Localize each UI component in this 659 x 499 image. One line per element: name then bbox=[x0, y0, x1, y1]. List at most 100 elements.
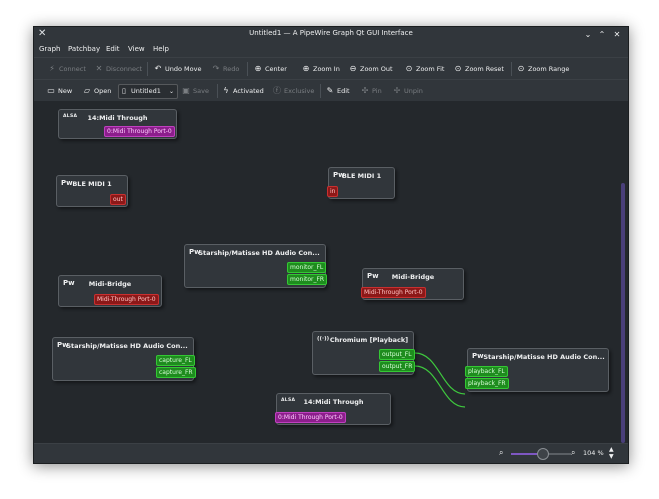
port-playback-fr[interactable]: playback_FR bbox=[465, 378, 509, 389]
connection-output-fr-playback-fr[interactable] bbox=[414, 365, 466, 408]
new-file-icon: ▭ bbox=[47, 86, 55, 95]
port-output-fl[interactable]: output_FL bbox=[379, 349, 415, 360]
zoom-in-icon: ⊕ bbox=[302, 64, 310, 73]
node-midi-through-bottom[interactable]: ALSA 14:Midi Through 0:Midi Through Port… bbox=[275, 393, 391, 425]
open-button[interactable]: ▱Open bbox=[83, 86, 112, 95]
pipewire-icon: Pw bbox=[367, 272, 379, 280]
zoom-value: 104 % bbox=[583, 449, 604, 457]
node-midi-through-top[interactable]: ALSA 14:Midi Through 0:Midi Through Port… bbox=[58, 109, 177, 139]
menu-graph[interactable]: Graph bbox=[39, 45, 61, 53]
main-window: ✕ Untitled1 — A PipeWire Graph Qt GUI In… bbox=[33, 26, 629, 464]
node-title: Starship/Matisse HD Audio Con... bbox=[483, 353, 605, 361]
alsa-icon: ALSA bbox=[63, 114, 78, 119]
exclusive-icon: ⓕ bbox=[273, 86, 281, 95]
vertical-scrollbar[interactable] bbox=[620, 101, 626, 443]
redo-icon: ↷ bbox=[212, 64, 220, 73]
node-starship-monitor[interactable]: Pw Starship/Matisse HD Audio Con... moni… bbox=[184, 244, 328, 288]
undo-move-button[interactable]: ↶Undo Move bbox=[154, 64, 202, 73]
disconnect-button[interactable]: ✕Disconnect bbox=[95, 64, 143, 73]
app-icon: ✕ bbox=[38, 28, 47, 39]
maximize-button[interactable]: ⌃ bbox=[598, 30, 606, 39]
node-title: Starship/Matisse HD Audio Con... bbox=[198, 249, 320, 257]
node-title: BLE MIDI 1 bbox=[341, 172, 382, 180]
node-title: Starship/Matisse HD Audio Con... bbox=[66, 342, 188, 350]
scrollbar-thumb[interactable] bbox=[621, 183, 625, 443]
node-title: BLE MIDI 1 bbox=[72, 180, 112, 188]
node-starship-playback[interactable]: Pw Starship/Matisse HD Audio Con... play… bbox=[465, 348, 609, 392]
port-capture-fr[interactable]: capture_FR bbox=[156, 367, 196, 378]
zoom-out-icon: ⊖ bbox=[349, 64, 357, 73]
pipewire-icon: Pw bbox=[57, 341, 69, 349]
port-monitor-fl[interactable]: monitor_FL bbox=[287, 262, 327, 273]
node-ble-midi-in[interactable]: Pw BLE MIDI 1 in bbox=[327, 167, 395, 199]
lightning-icon: ϟ bbox=[223, 86, 229, 95]
node-starship-capture[interactable]: Pw Starship/Matisse HD Audio Con... capt… bbox=[52, 337, 196, 381]
toolbar-separator bbox=[320, 84, 321, 98]
port-midi-through-port-0[interactable]: Midi-Through Port-0 bbox=[361, 287, 426, 298]
zoom-spinner[interactable]: ▲▼ bbox=[609, 446, 614, 460]
port-monitor-fr[interactable]: monitor_FR bbox=[287, 274, 328, 285]
minimize-button[interactable]: ⌄ bbox=[584, 30, 592, 39]
port-in[interactable]: in bbox=[327, 186, 339, 197]
zoom-reset-button[interactable]: ⊙Zoom Reset bbox=[454, 64, 504, 73]
pin-icon: ✣ bbox=[361, 86, 369, 95]
node-midi-bridge-right[interactable]: Pw Midi-Bridge Midi-Through Port-0 bbox=[361, 268, 464, 300]
zoom-slider-fill bbox=[511, 453, 543, 455]
zoom-in-icon[interactable]: ⌕ bbox=[571, 448, 576, 457]
center-icon: ⊕ bbox=[254, 64, 262, 73]
pipewire-icon: Pw bbox=[61, 179, 73, 187]
node-chromium-playback[interactable]: ((·)) Chromium [Playback] output_FL outp… bbox=[312, 331, 416, 375]
toolbar-separator bbox=[217, 84, 218, 98]
zoom-fit-button[interactable]: ⊙Zoom Fit bbox=[405, 64, 445, 73]
redo-button[interactable]: ↷Redo bbox=[212, 64, 240, 73]
port-midi-through-port-0[interactable]: 0:Midi Through Port-0 bbox=[275, 412, 346, 423]
unpin-icon: ✢ bbox=[393, 86, 401, 95]
title-bar[interactable]: ✕ Untitled1 — A PipeWire Graph Qt GUI In… bbox=[34, 27, 628, 43]
center-button[interactable]: ⊕Center bbox=[254, 64, 287, 73]
menu-view[interactable]: View bbox=[128, 45, 145, 53]
node-title: Midi-Bridge bbox=[391, 273, 435, 281]
undo-icon: ↶ bbox=[154, 64, 162, 73]
zoom-out-icon[interactable]: ⌕ bbox=[499, 448, 504, 457]
pipewire-icon: Pw bbox=[63, 279, 75, 287]
patchbay-select-value: Untitled1 bbox=[131, 87, 161, 95]
port-output-fr[interactable]: output_FR bbox=[379, 361, 416, 372]
port-midi-through-port-0[interactable]: 0:Midi Through Port-0 bbox=[104, 126, 175, 137]
port-capture-fl[interactable]: capture_FL bbox=[156, 355, 195, 366]
zoom-in-button[interactable]: ⊕Zoom In bbox=[302, 64, 340, 73]
edit-button[interactable]: ✎Edit bbox=[326, 86, 350, 95]
port-playback-fl[interactable]: playback_FL bbox=[465, 366, 508, 377]
node-title: 14:Midi Through bbox=[303, 398, 364, 406]
port-midi-through-port-0[interactable]: Midi-Through Port-0 bbox=[94, 294, 159, 305]
main-toolbar: ⚡Connect ✕Disconnect ↶Undo Move ↷Redo ⊕C… bbox=[34, 57, 628, 80]
graph-canvas[interactable]: ALSA 14:Midi Through 0:Midi Through Port… bbox=[34, 101, 628, 443]
new-button[interactable]: ▭New bbox=[47, 86, 73, 95]
zoom-slider-handle[interactable] bbox=[537, 448, 550, 460]
toolbar-separator bbox=[511, 62, 512, 76]
close-button[interactable]: ✕ bbox=[613, 30, 621, 39]
document-icon: ▯ bbox=[122, 87, 126, 95]
node-midi-bridge-left[interactable]: Pw Midi-Bridge Midi-Through Port-0 bbox=[58, 275, 162, 307]
zoom-out-button[interactable]: ⊖Zoom Out bbox=[349, 64, 393, 73]
patchbay-select[interactable]: ▯ Untitled1 ⌄ bbox=[118, 84, 178, 99]
node-ble-midi-out[interactable]: Pw BLE MIDI 1 out bbox=[56, 175, 128, 207]
menu-help[interactable]: Help bbox=[153, 45, 169, 53]
zoom-fit-icon: ⊙ bbox=[405, 64, 413, 73]
connect-button[interactable]: ⚡Connect bbox=[47, 63, 86, 75]
folder-icon: ▱ bbox=[83, 86, 91, 95]
connections-layer bbox=[414, 352, 466, 408]
pencil-icon: ✎ bbox=[326, 86, 334, 95]
zoom-range-button[interactable]: ⊙Zoom Range bbox=[517, 64, 570, 73]
chevron-down-icon: ⌄ bbox=[168, 88, 174, 95]
toolbar-separator bbox=[147, 62, 148, 76]
menu-patchbay[interactable]: Patchbay bbox=[68, 45, 101, 53]
pin-button[interactable]: ✣Pin bbox=[361, 86, 382, 95]
connection-output-fl-playback-fl[interactable] bbox=[414, 352, 466, 395]
unpin-button[interactable]: ✢Unpin bbox=[393, 86, 423, 95]
save-button[interactable]: ▣Save bbox=[182, 86, 209, 95]
port-out[interactable]: out bbox=[110, 194, 126, 205]
menu-edit[interactable]: Edit bbox=[106, 45, 120, 53]
